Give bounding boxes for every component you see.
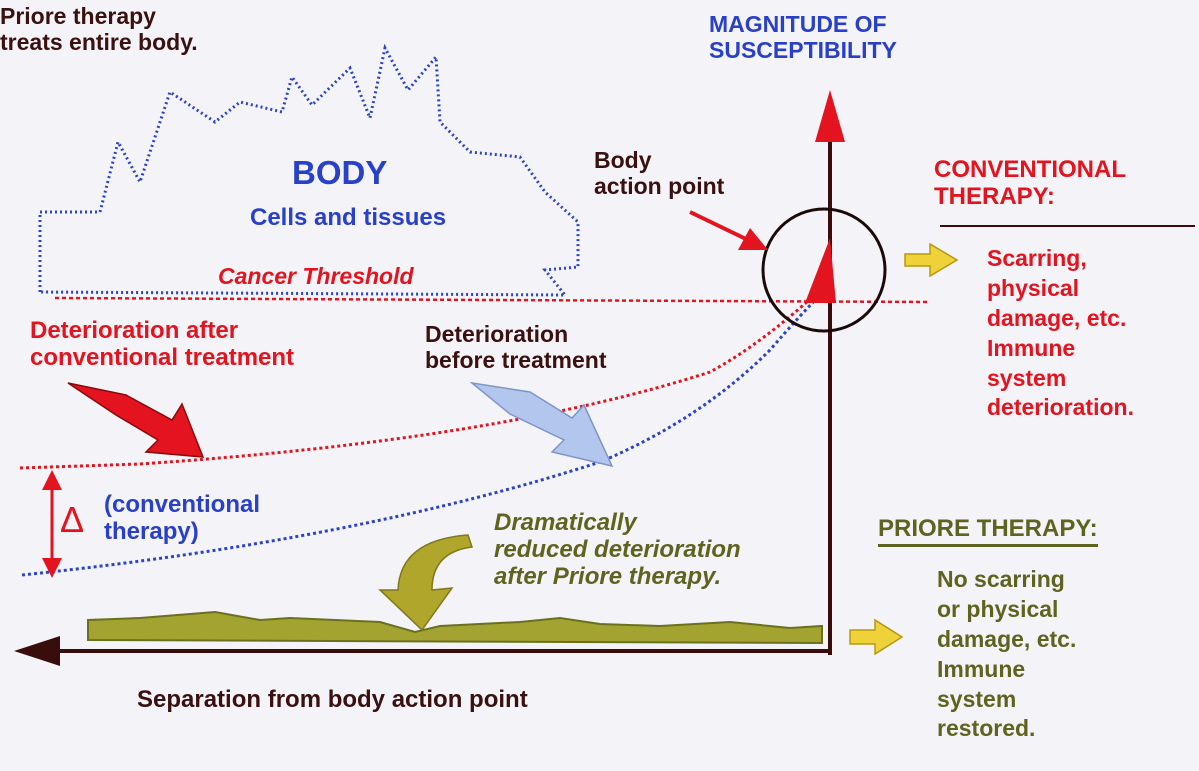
conventional-effects: Scarring, physical damage, etc. Immune s… (987, 244, 1134, 423)
red-up-arrow-icon (815, 90, 845, 142)
conventional-title-line: THERAPY: (934, 184, 1126, 211)
magnitude-label: MAGNITUDE OF SUSCEPTIBILITY (709, 12, 897, 64)
dramatically-reduced-line: Dramatically (494, 510, 741, 537)
curved-down-arrow-icon (380, 535, 472, 630)
conventional-effect-line: Immune (987, 334, 1134, 364)
conventional-effect-line: system (987, 364, 1134, 394)
priore-treats-label: Priore therapy treats entire body. (0, 4, 198, 56)
magnitude-line: SUSCEPTIBILITY (709, 38, 897, 64)
dramatically-reduced-line: reduced deterioration (494, 537, 741, 564)
action-point-line: Body (594, 148, 724, 174)
cancer-threshold-label: Cancer Threshold (218, 264, 414, 290)
priore-effect-line: restored. (937, 714, 1076, 744)
magnitude-line: MAGNITUDE OF (709, 12, 897, 38)
yellow-right-arrow-icon (905, 244, 957, 276)
dramatically-reduced-label: Dramatically reduced deterioration after… (494, 510, 741, 591)
delta-label-line: therapy) (104, 519, 260, 546)
deterioration-before-line: before treatment (425, 348, 606, 374)
delta-bracket-bottom-arrow (42, 558, 62, 578)
action-point-line: action point (594, 174, 724, 200)
priore-title-text: PRIORE THERAPY: (878, 515, 1098, 547)
priore-effects: No scarring or physical damage, etc. Imm… (937, 565, 1076, 744)
priore-effect-line: or physical (937, 595, 1076, 625)
deterioration-after-line: Deterioration after (30, 318, 294, 345)
dark-left-arrow-icon (14, 636, 60, 666)
cancer-threshold-line (55, 298, 930, 302)
conventional-therapy-title: CONVENTIONAL THERAPY: (934, 157, 1126, 211)
conventional-title-line: CONVENTIONAL (934, 157, 1126, 184)
dramatically-reduced-line: after Priore therapy. (494, 564, 741, 591)
deterioration-after-line: conventional treatment (30, 345, 294, 372)
priore-therapy-title: PRIORE THERAPY: (878, 516, 1098, 543)
body-action-point-label: Body action point (594, 148, 724, 200)
x-axis-label: Separation from body action point (137, 687, 528, 714)
priore-treats-line: Priore therapy (0, 4, 198, 30)
conventional-effect-line: deterioration. (987, 393, 1134, 423)
deterioration-before-line: Deterioration (425, 322, 606, 348)
action-point-pointer (690, 212, 748, 240)
priore-effect-line: system (937, 685, 1076, 715)
conventional-effect-line: physical (987, 274, 1134, 304)
body-subtitle: Cells and tissues (250, 205, 446, 232)
conventional-effect-line: damage, etc. (987, 304, 1134, 334)
delta-label-line: (conventional (104, 492, 260, 519)
priore-deterioration-area (88, 612, 822, 643)
priore-effect-line: Immune (937, 655, 1076, 685)
deterioration-after-arrow (68, 383, 203, 457)
priore-effect-line: No scarring (937, 565, 1076, 595)
priore-effect-line: damage, etc. (937, 625, 1076, 655)
yellow-right-arrow-icon (850, 620, 902, 654)
delta-symbol: Δ (60, 500, 84, 540)
delta-label: (conventional therapy) (104, 492, 260, 546)
deterioration-after-label: Deterioration after conventional treatme… (30, 318, 294, 372)
deterioration-before-label: Deterioration before treatment (425, 322, 606, 374)
body-title: BODY (292, 155, 387, 192)
conventional-effect-line: Scarring, (987, 244, 1134, 274)
delta-bracket-top-arrow (42, 470, 62, 490)
priore-treats-line: treats entire body. (0, 30, 198, 56)
